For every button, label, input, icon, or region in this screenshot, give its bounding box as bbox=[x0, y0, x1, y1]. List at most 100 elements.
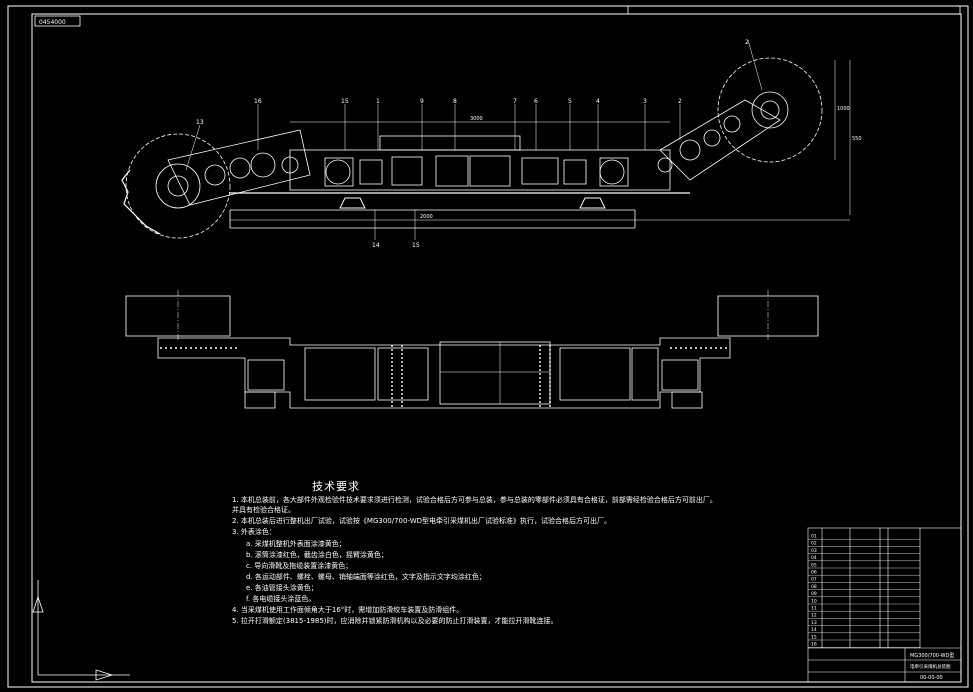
outer-frame bbox=[7, 5, 969, 688]
tech-line: d. 各运动部件、螺栓、螺母、销轴端面等涂红色，文字及指示文字均涂红色； bbox=[246, 573, 486, 581]
plan-right-unit-2 bbox=[631, 347, 659, 401]
title-sheet-no: 00-00-00 bbox=[920, 675, 943, 681]
title-subtitle: 电牵引采煤机总装图 bbox=[910, 663, 951, 670]
body-box-2 bbox=[359, 159, 383, 185]
callout-label: 2 bbox=[678, 98, 682, 105]
left-drum bbox=[155, 163, 201, 209]
right-ranging-arm bbox=[659, 99, 781, 181]
callout-label: 1 bbox=[376, 98, 380, 105]
plan-left-unit bbox=[304, 347, 376, 401]
callout-label: 15 bbox=[412, 242, 420, 249]
callout-label: 3 bbox=[643, 98, 647, 105]
top-cover bbox=[379, 135, 521, 151]
left-drum-pick-ring bbox=[121, 169, 161, 235]
left-drum-hub bbox=[167, 175, 189, 197]
left-arm-gear-3 bbox=[250, 152, 276, 178]
left-arm-gear-1 bbox=[204, 164, 226, 186]
right-drum bbox=[751, 91, 789, 129]
title-row-number: 06 bbox=[811, 570, 817, 576]
right-arm-gear-2 bbox=[703, 129, 721, 147]
plan-right-foot bbox=[671, 391, 703, 409]
dim-label: 550 bbox=[852, 136, 862, 142]
title-row-number: 12 bbox=[811, 613, 817, 619]
dim-label: 1000 bbox=[837, 106, 850, 112]
callout-label: 16 bbox=[254, 98, 262, 105]
ucs-x-arrow bbox=[95, 669, 114, 681]
ucs-y-arrow bbox=[32, 595, 44, 613]
tech-line: 2. 本机总装后进行整机出厂试验，试验按《MG300/700-WD型电牵引采煤机… bbox=[232, 517, 612, 525]
callout-label: 9 bbox=[420, 98, 424, 105]
plan-left-unit-2 bbox=[377, 347, 429, 401]
body-wheel-left bbox=[325, 159, 351, 185]
title-row-number: 15 bbox=[811, 634, 817, 640]
body-box-8 bbox=[599, 157, 629, 187]
title-row-number: 11 bbox=[811, 606, 817, 612]
body-box-1 bbox=[324, 157, 354, 187]
tech-line: 1. 本机总装前，各大部件外观检验件技术要求须进行检测，试验合格后方可参与总装，… bbox=[232, 496, 717, 504]
title-name: MG300/700-WD型 bbox=[910, 652, 954, 659]
top-right-tab bbox=[627, 5, 961, 15]
callout-labels: 2 16 15 9 8 7 6 5 4 3 2 1 14 15 13 3000 … bbox=[196, 39, 862, 249]
callout-label: 5 bbox=[568, 98, 572, 105]
body-box-3 bbox=[391, 156, 423, 186]
tech-line: 并具有检验合格证。 bbox=[232, 506, 295, 514]
tech-line: e. 各油管接头涂黄色； bbox=[246, 584, 318, 592]
plan-view bbox=[125, 290, 819, 409]
right-arm-gear-1 bbox=[679, 139, 701, 161]
leader-15 bbox=[185, 124, 201, 171]
body-wheel-right bbox=[599, 159, 625, 185]
title-row-number: 10 bbox=[811, 598, 817, 604]
title-row-number: 02 bbox=[811, 541, 817, 547]
tech-line: 4. 当采煤机使用工作面倾角大于16°时，需增加防滑绞车装置及防滑组件。 bbox=[232, 606, 464, 614]
plan-center-unit bbox=[439, 341, 551, 405]
callout-label: 4 bbox=[596, 98, 600, 105]
callout-label: 8 bbox=[453, 98, 457, 105]
tech-line: f. 各电缆接头涂蓝色。 bbox=[246, 595, 316, 603]
right-drum-hub bbox=[760, 100, 780, 120]
dim-label: 2000 bbox=[420, 214, 433, 220]
callout-label: 15 bbox=[341, 98, 349, 105]
tech-line: 3. 外表涂色： bbox=[232, 528, 276, 536]
elevation-view bbox=[121, 39, 851, 240]
left-arm-gear-2 bbox=[229, 157, 251, 179]
ucs-icon bbox=[32, 580, 130, 681]
title-row-number: 13 bbox=[811, 620, 817, 626]
plan-right-haulage bbox=[661, 359, 699, 391]
body-box-4 bbox=[435, 155, 469, 187]
callout-label: 6 bbox=[534, 98, 538, 105]
leader-12 bbox=[747, 39, 763, 91]
plan-left-foot bbox=[244, 391, 276, 409]
title-block-frame bbox=[807, 527, 962, 683]
title-block-text: MG300/700-WD型 电牵引采煤机总装图 00-00-00 bbox=[910, 652, 954, 681]
inner-frame bbox=[31, 13, 962, 683]
left-skid bbox=[339, 197, 366, 209]
title-row-number: 16 bbox=[811, 642, 817, 648]
title-row-number: 05 bbox=[811, 562, 817, 568]
left-drum-outer bbox=[125, 133, 231, 239]
title-row-number: 14 bbox=[811, 627, 817, 633]
right-skid bbox=[579, 197, 606, 209]
tech-line: b. 滚筒涂漆红色，截齿涂白色，摇臂涂黄色； bbox=[246, 551, 388, 559]
corner-tag: 0454000 bbox=[39, 19, 66, 26]
callout-label: 14 bbox=[372, 242, 380, 249]
right-arm-pivot bbox=[657, 157, 673, 173]
plan-right-unit bbox=[559, 347, 631, 401]
title-row-number: 08 bbox=[811, 584, 817, 590]
title-row-number: 01 bbox=[811, 534, 817, 540]
callout-label: 13 bbox=[196, 119, 204, 126]
title-row-number: 09 bbox=[811, 591, 817, 597]
callout-label: 2 bbox=[745, 39, 749, 46]
left-ranging-arm bbox=[167, 129, 311, 206]
plan-body-outline bbox=[157, 337, 731, 409]
body-box-5 bbox=[469, 155, 511, 187]
title-row-number: 03 bbox=[811, 548, 817, 554]
tech-requirements-title: 技术要求 bbox=[312, 480, 360, 493]
dim-label: 3000 bbox=[470, 116, 483, 122]
corner-tag-box bbox=[34, 15, 81, 27]
right-drum-outer bbox=[717, 57, 823, 163]
tech-line: c. 导向滑靴及拖缆装置涂漆黄色； bbox=[246, 562, 353, 570]
title-row-number: 07 bbox=[811, 577, 817, 583]
title-row-number: 04 bbox=[811, 555, 817, 561]
